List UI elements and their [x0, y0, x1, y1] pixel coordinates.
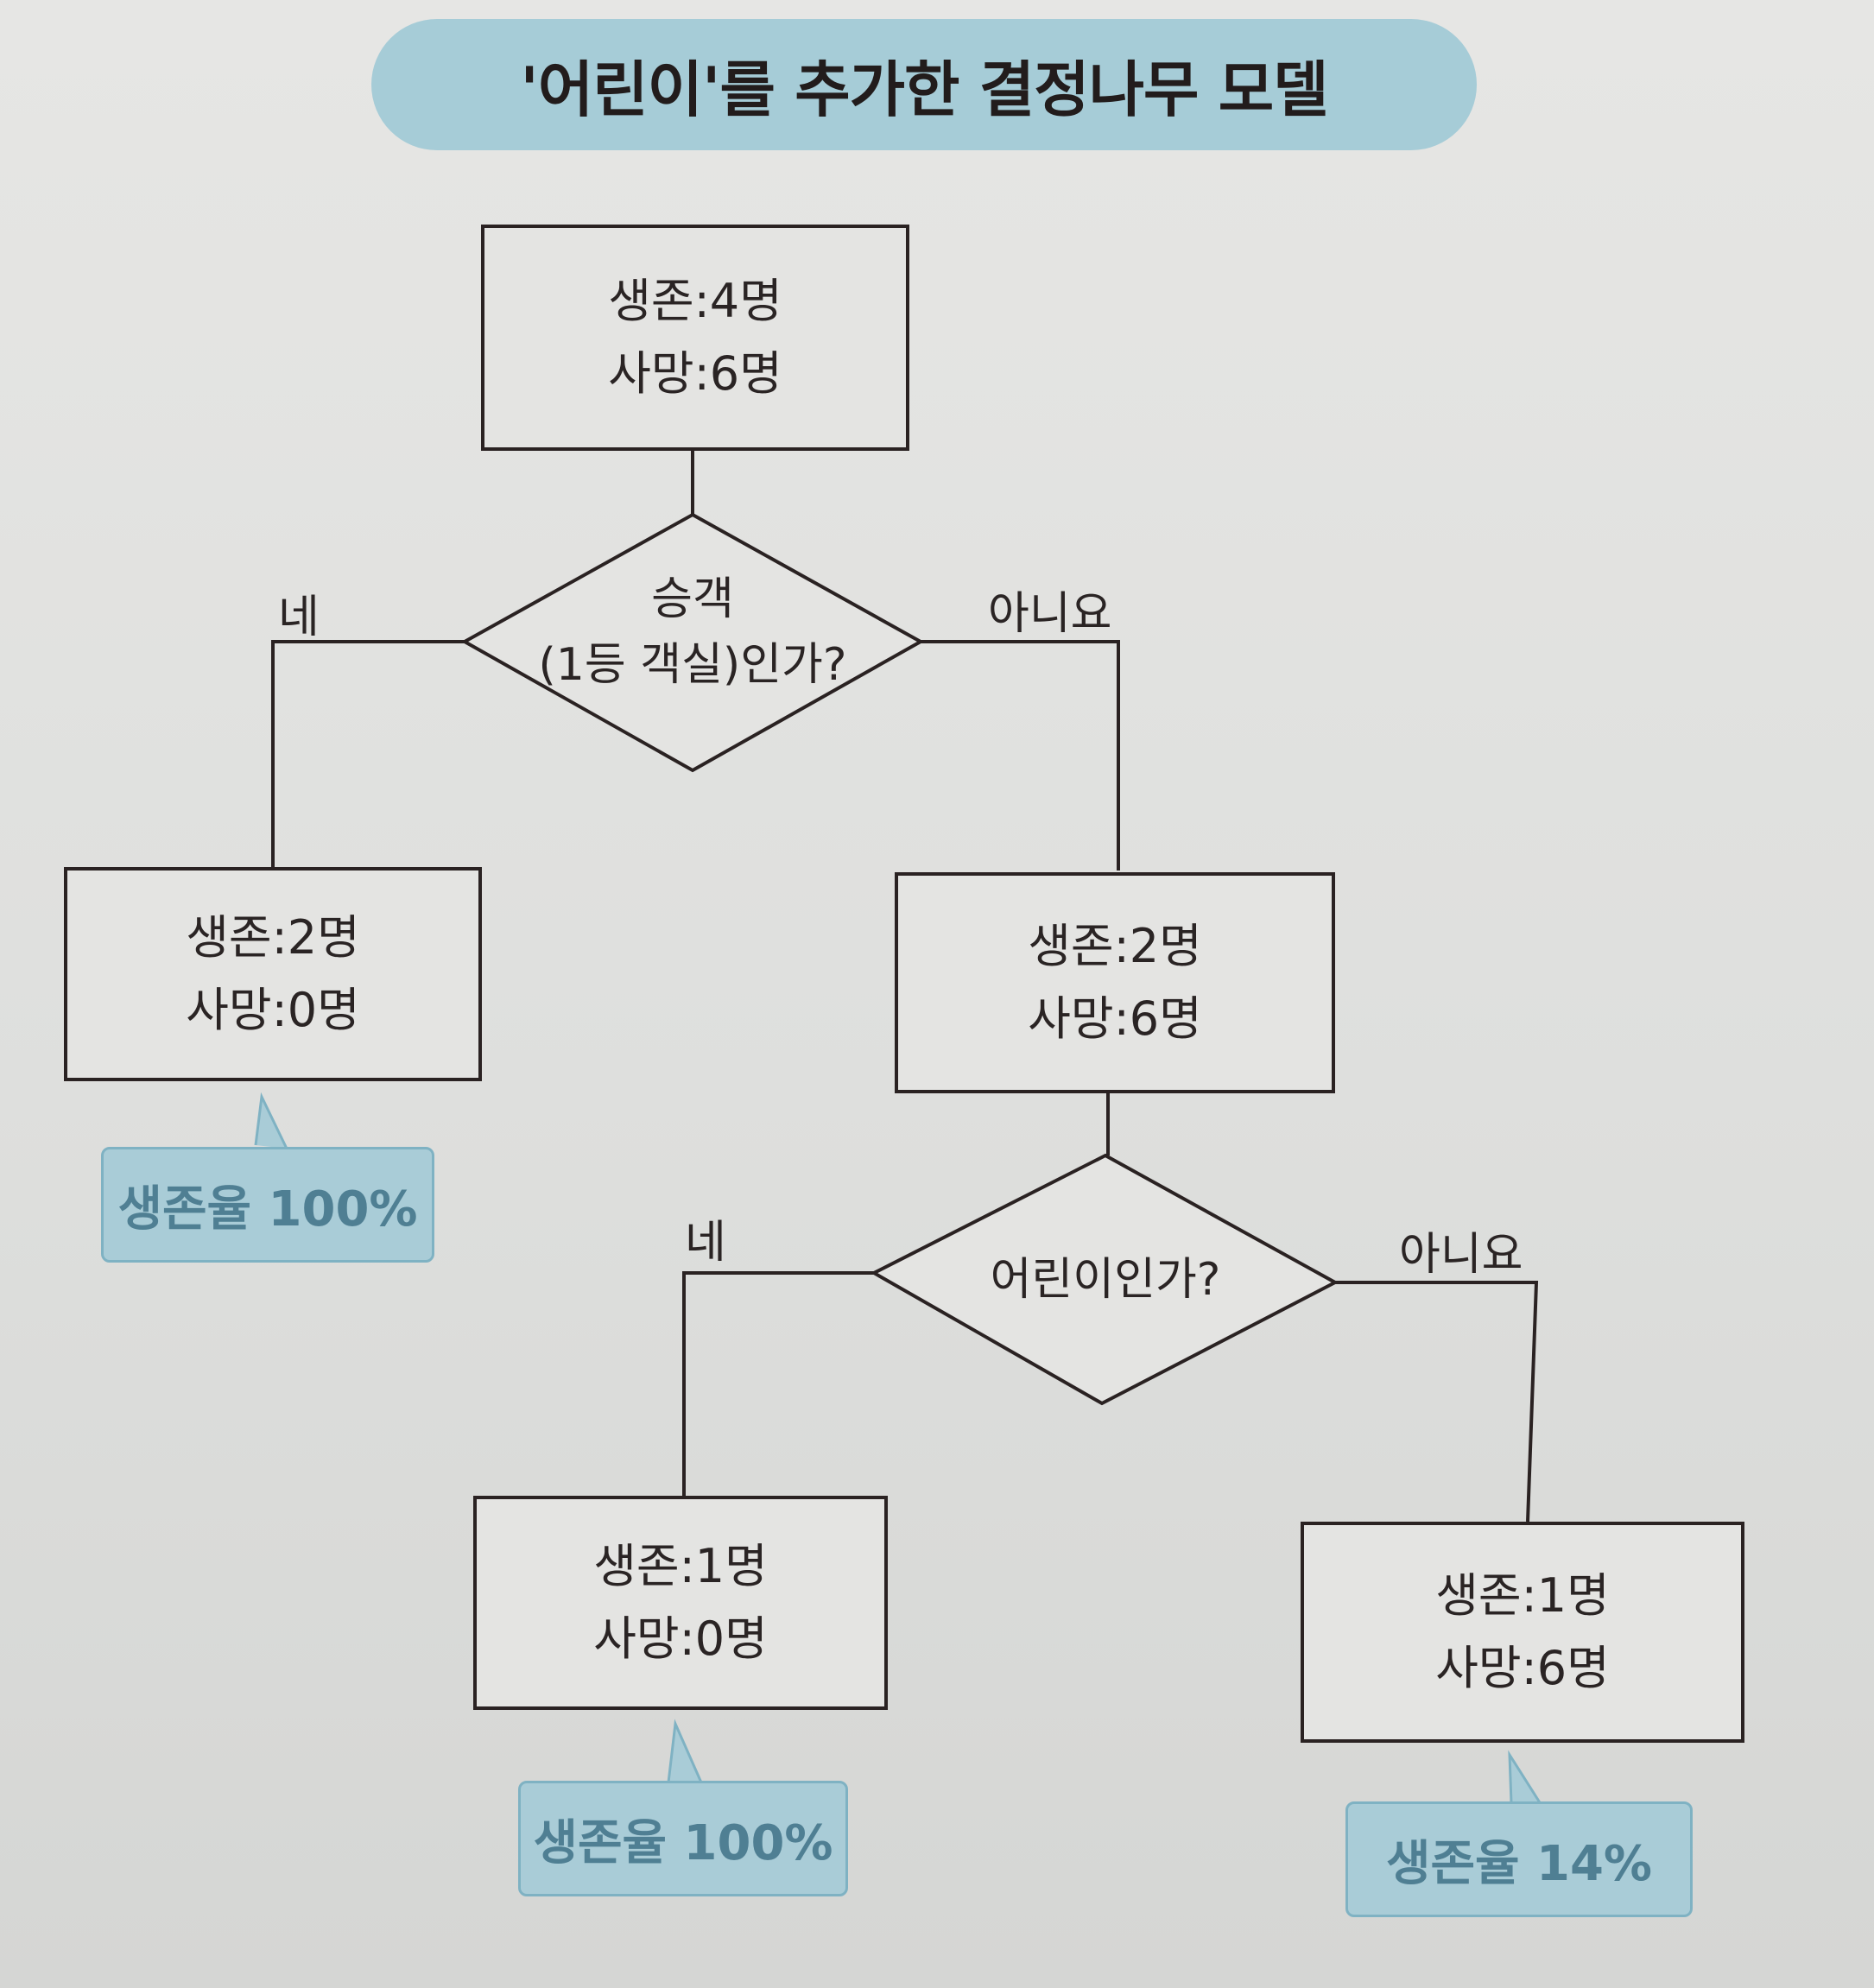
right-node-survived: 생존:2명	[1028, 919, 1202, 973]
child-no-survival-callout: 생존율 14%	[1345, 1801, 1693, 1917]
left-leaf-node: 생존:2명 사망:0명	[64, 867, 482, 1081]
decision1-line2: (1등 객실)인가?	[538, 639, 847, 691]
connector-decision1-no	[921, 640, 1120, 871]
root-node: 생존:4명 사망:6명	[481, 225, 909, 451]
callout-tail-left	[254, 1092, 288, 1149]
root-survived: 생존:4명	[608, 274, 782, 328]
right-node: 생존:2명 사망:6명	[895, 872, 1335, 1093]
child-no-leaf-node: 생존:1명 사망:6명	[1301, 1522, 1744, 1743]
connector-decision2-no	[1335, 1281, 1539, 1523]
decision2-diamond	[870, 1153, 1339, 1406]
child-yes-died: 사망:0명	[593, 1611, 768, 1666]
connector-decision2-yes	[682, 1271, 874, 1497]
decision2-no-label: 아니요	[1399, 1229, 1523, 1281]
left-leaf-survival-callout: 생존율 100%	[101, 1147, 434, 1263]
child-yes-leaf-node: 생존:1명 사망:0명	[473, 1496, 888, 1710]
left-leaf-survived: 생존:2명	[186, 910, 360, 965]
decision1-question: 승객 (1등 객실)인가?	[510, 567, 876, 698]
child-yes-survived: 생존:1명	[593, 1539, 768, 1593]
child-yes-survival-callout: 생존율 100%	[518, 1781, 848, 1896]
left-leaf-died: 사망:0명	[186, 983, 360, 1037]
decision1-yes-label: 네	[278, 592, 320, 643]
decision1-diamond	[460, 512, 925, 773]
decision2-question: 어린이인가?	[990, 1254, 1221, 1306]
child-no-survived: 생존:1명	[1435, 1568, 1610, 1623]
diagram-title: '어린이'를 추가한 결정나무 모델	[371, 19, 1477, 150]
child-no-died: 사망:6명	[1435, 1641, 1610, 1695]
connector-decision1-yes	[271, 640, 465, 867]
root-died: 사망:6명	[608, 346, 782, 401]
callout-tail-right	[1508, 1750, 1544, 1808]
decision2-yes-label: 네	[685, 1217, 726, 1269]
decision1-line1: 승객	[651, 573, 734, 625]
right-node-died: 사망:6명	[1028, 991, 1202, 1046]
callout-tail-mid	[667, 1719, 703, 1783]
decision1-no-label: 아니요	[988, 588, 1112, 640]
